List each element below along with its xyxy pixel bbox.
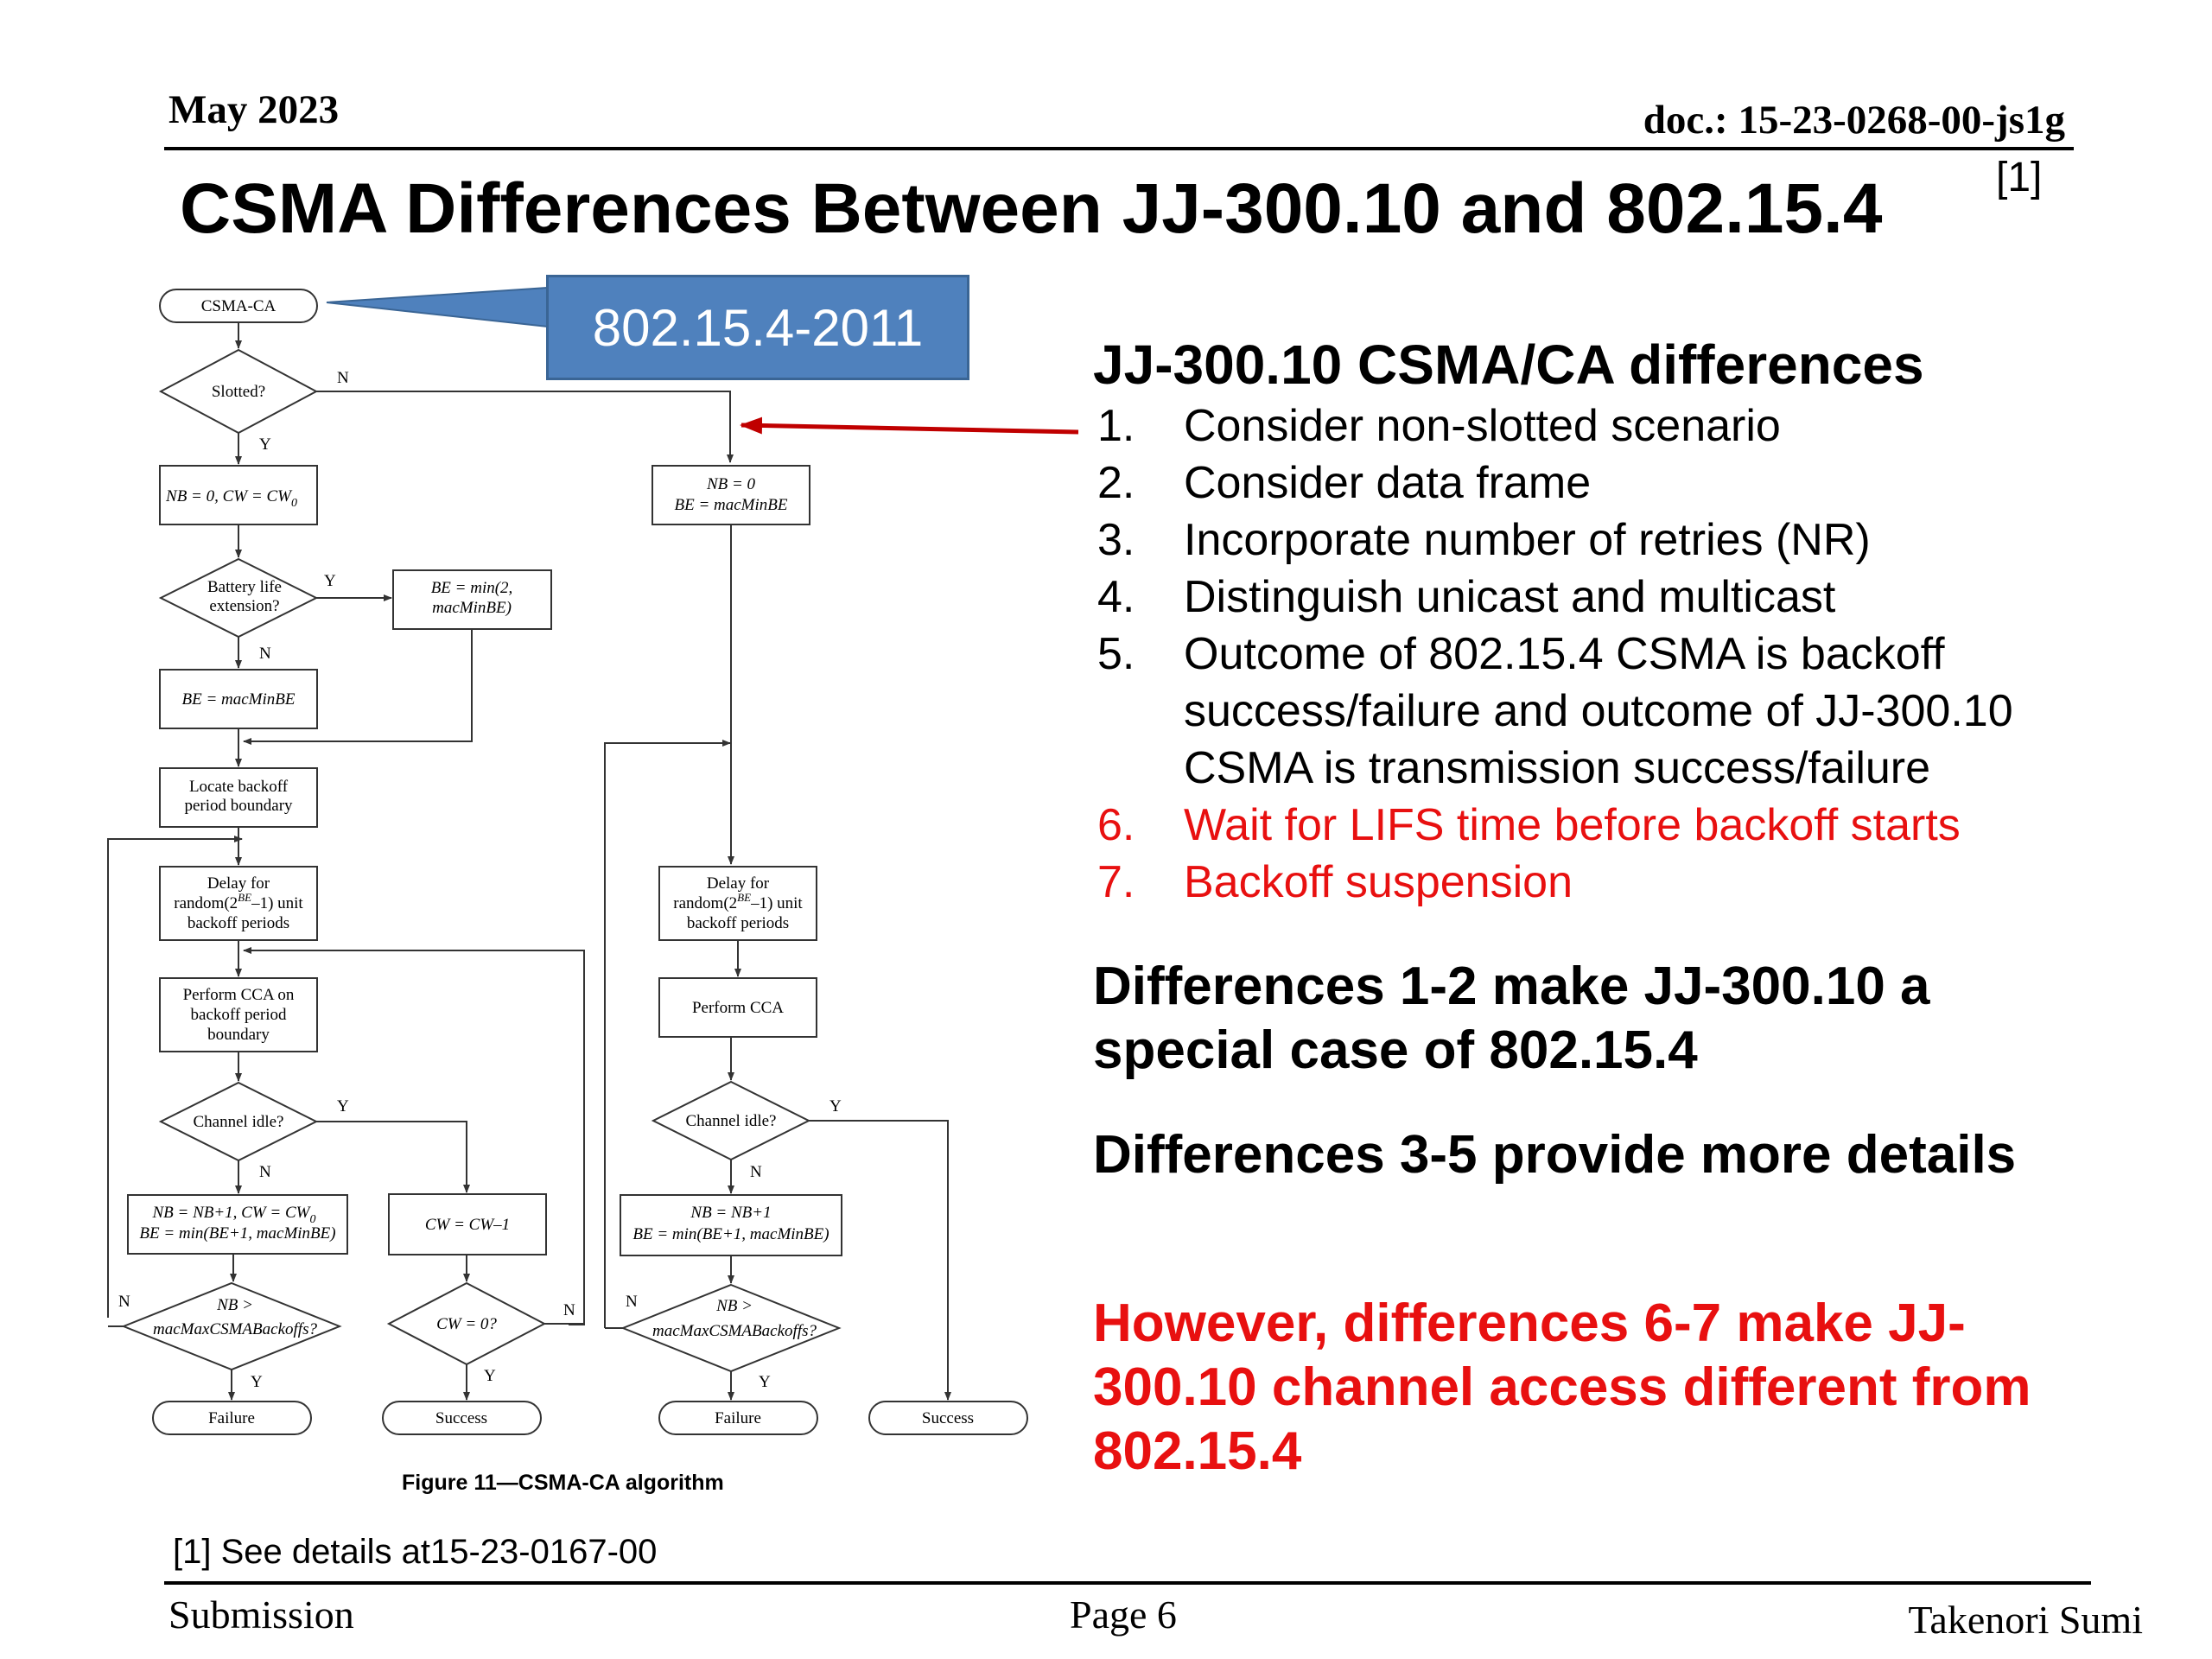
callout-pointer <box>326 286 549 328</box>
fc-be-macminbe <box>159 669 318 729</box>
fc-battery-label-1: Battery life <box>207 578 282 596</box>
fc-nb-inc-right-1: NB = NB+1 <box>690 1204 771 1222</box>
fc-cca-left-3: boundary <box>207 1026 270 1044</box>
fc-cw0-yes: Y <box>484 1367 496 1385</box>
fc-cw0-label: CW = 0? <box>436 1315 497 1333</box>
fc-battery-yes: Y <box>324 572 336 590</box>
list-item: 1.Consider non-slotted scenario <box>1097 401 1781 451</box>
fc-idle-left-no: N <box>259 1163 271 1181</box>
fc-locate-label-2: period boundary <box>184 797 293 815</box>
fc-cw-dec-label: CW = CW–1 <box>425 1216 510 1234</box>
list-item-highlight: 7.Backoff suspension <box>1097 857 1573 907</box>
fc-nbmax-right-no: N <box>626 1293 638 1311</box>
fc-delay-right-3: backoff periods <box>687 914 789 932</box>
fc-be-min2 <box>392 569 552 630</box>
footer-submission: Submission <box>168 1592 354 1637</box>
fc-nb-cw-init <box>159 465 318 525</box>
footnote: [1] See details at15-23-0167-00 <box>173 1533 658 1571</box>
fc-nbmax-left-no: N <box>118 1293 130 1311</box>
fc-nb-cw-label: NB = 0, CW = CW0 <box>165 487 297 510</box>
fc-nb0-label-1: NB = 0 <box>706 475 756 493</box>
paragraph-more-details: Differences 3-5 provide more details <box>1093 1125 2017 1185</box>
fc-locate-label-1: Locate backoff <box>189 778 289 796</box>
fc-cca-left-1: Perform CCA on <box>183 986 295 1004</box>
paragraph-special-case: Differences 1-2 make JJ-300.10 a special… <box>1093 957 1930 1080</box>
fc-start-label: CSMA-CA <box>201 297 276 315</box>
fc-nbmax-right-2: macMaxCSMABackoffs? <box>652 1322 817 1340</box>
fc-nb-inc-right-2: BE = min(BE+1, macMinBE) <box>632 1225 829 1243</box>
fc-nbmax-right-1: NB > <box>715 1297 753 1315</box>
figure-caption: Figure 11—CSMA-CA algorithm <box>402 1471 724 1495</box>
fc-delay-left-3: backoff periods <box>188 914 289 932</box>
title-reference: [1] <box>1996 155 2043 200</box>
paragraph-different-access: However, differences 6-7 make JJ-300.10 … <box>1093 1294 2031 1481</box>
fc-success-right <box>868 1401 1028 1435</box>
differences-heading: JJ-300.10 CSMA/CA differences <box>1093 334 1924 396</box>
fc-nbmax-left-2: macMaxCSMABackoffs? <box>153 1320 317 1338</box>
fc-slotted-no: N <box>337 369 349 387</box>
differences-list: 1.Consider non-slotted scenario 2.Consid… <box>1097 397 2134 911</box>
fc-success-left <box>382 1401 542 1435</box>
fc-nbmax-left-yes: Y <box>251 1373 263 1391</box>
fc-delay-left-2: random(2BE–1) unit <box>174 891 303 912</box>
fc-failure-right-label: Failure <box>715 1409 761 1427</box>
header-date: May 2023 <box>168 87 340 132</box>
fc-failure-left-label: Failure <box>208 1409 255 1427</box>
fc-idle-right-no: N <box>750 1163 762 1181</box>
fc-battery-no: N <box>259 645 271 663</box>
header-doc-id: doc.: 15-23-0268-00-js1g <box>1643 98 2065 143</box>
footer-author: Takenori Sumi <box>1908 1598 2143 1642</box>
fc-nb-inc-left-1: NB = NB+1, CW = CW0 <box>151 1204 315 1226</box>
fc-delay-right-1: Delay for <box>707 874 770 893</box>
list-item: 4.Distinguish unicast and multicast <box>1097 572 1836 622</box>
footer-page-number: Page 6 <box>1070 1592 1177 1637</box>
fc-success-left-label: Success <box>435 1409 487 1427</box>
fc-battery-label-2: extension? <box>209 597 279 615</box>
fc-slotted-label: Slotted? <box>212 383 265 401</box>
fc-nb-inc-right <box>620 1194 842 1256</box>
fc-idle-right-yes: Y <box>830 1097 842 1116</box>
list-item: 3.Incorporate number of retries (NR) <box>1097 515 1871 565</box>
fc-be-macminbe-label: BE = macMinBE <box>181 690 295 709</box>
slide-title: CSMA Differences Between JJ-300.10 and 8… <box>180 169 1883 248</box>
fc-nb-inc-left-2: BE = min(BE+1, macMinBE) <box>139 1224 335 1243</box>
fc-idle-left-label: Channel idle? <box>194 1113 284 1131</box>
header-rule <box>164 147 2074 150</box>
fc-idle-left-yes: Y <box>337 1097 349 1116</box>
fc-nb-inc-left <box>127 1194 348 1255</box>
fc-nbmax-left-1: NB > <box>216 1296 253 1314</box>
fc-nbmax-right-yes: Y <box>759 1373 771 1391</box>
fc-failure-right <box>658 1401 818 1435</box>
fc-delay-left-1: Delay for <box>207 874 270 893</box>
list-item: 5.Outcome of 802.15.4 CSMA is backoff su… <box>1097 629 2013 793</box>
red-pointer-arrow <box>740 416 1079 435</box>
fc-be-min2-label-1: BE = min(2, <box>431 579 513 597</box>
fc-cw0-no: N <box>563 1301 575 1319</box>
fc-delay-left <box>159 866 318 941</box>
fc-slotted-yes: Y <box>259 435 271 454</box>
list-item-highlight: 6.Wait for LIFS time before backoff star… <box>1097 800 1961 850</box>
fc-success-right-label: Success <box>922 1409 974 1427</box>
fc-failure-left <box>152 1401 312 1435</box>
fc-nb0-label-2: BE = macMinBE <box>674 496 787 514</box>
callout-802-15-4-2011: 802.15.4-2011 <box>546 275 969 380</box>
fc-cca-right <box>658 977 817 1038</box>
fc-idle-right-label: Channel idle? <box>686 1112 777 1130</box>
fc-delay-right-2: random(2BE–1) unit <box>673 891 803 912</box>
list-item: 2.Consider data frame <box>1097 458 1592 508</box>
fc-be-min2-label-2: macMinBE) <box>432 599 512 617</box>
fc-cca-right-label: Perform CCA <box>692 999 784 1017</box>
fc-cca-left-2: backoff period <box>191 1006 287 1024</box>
footer-rule <box>164 1581 2091 1585</box>
fc-locate-backoff <box>159 767 318 828</box>
fc-delay-right <box>658 866 817 941</box>
